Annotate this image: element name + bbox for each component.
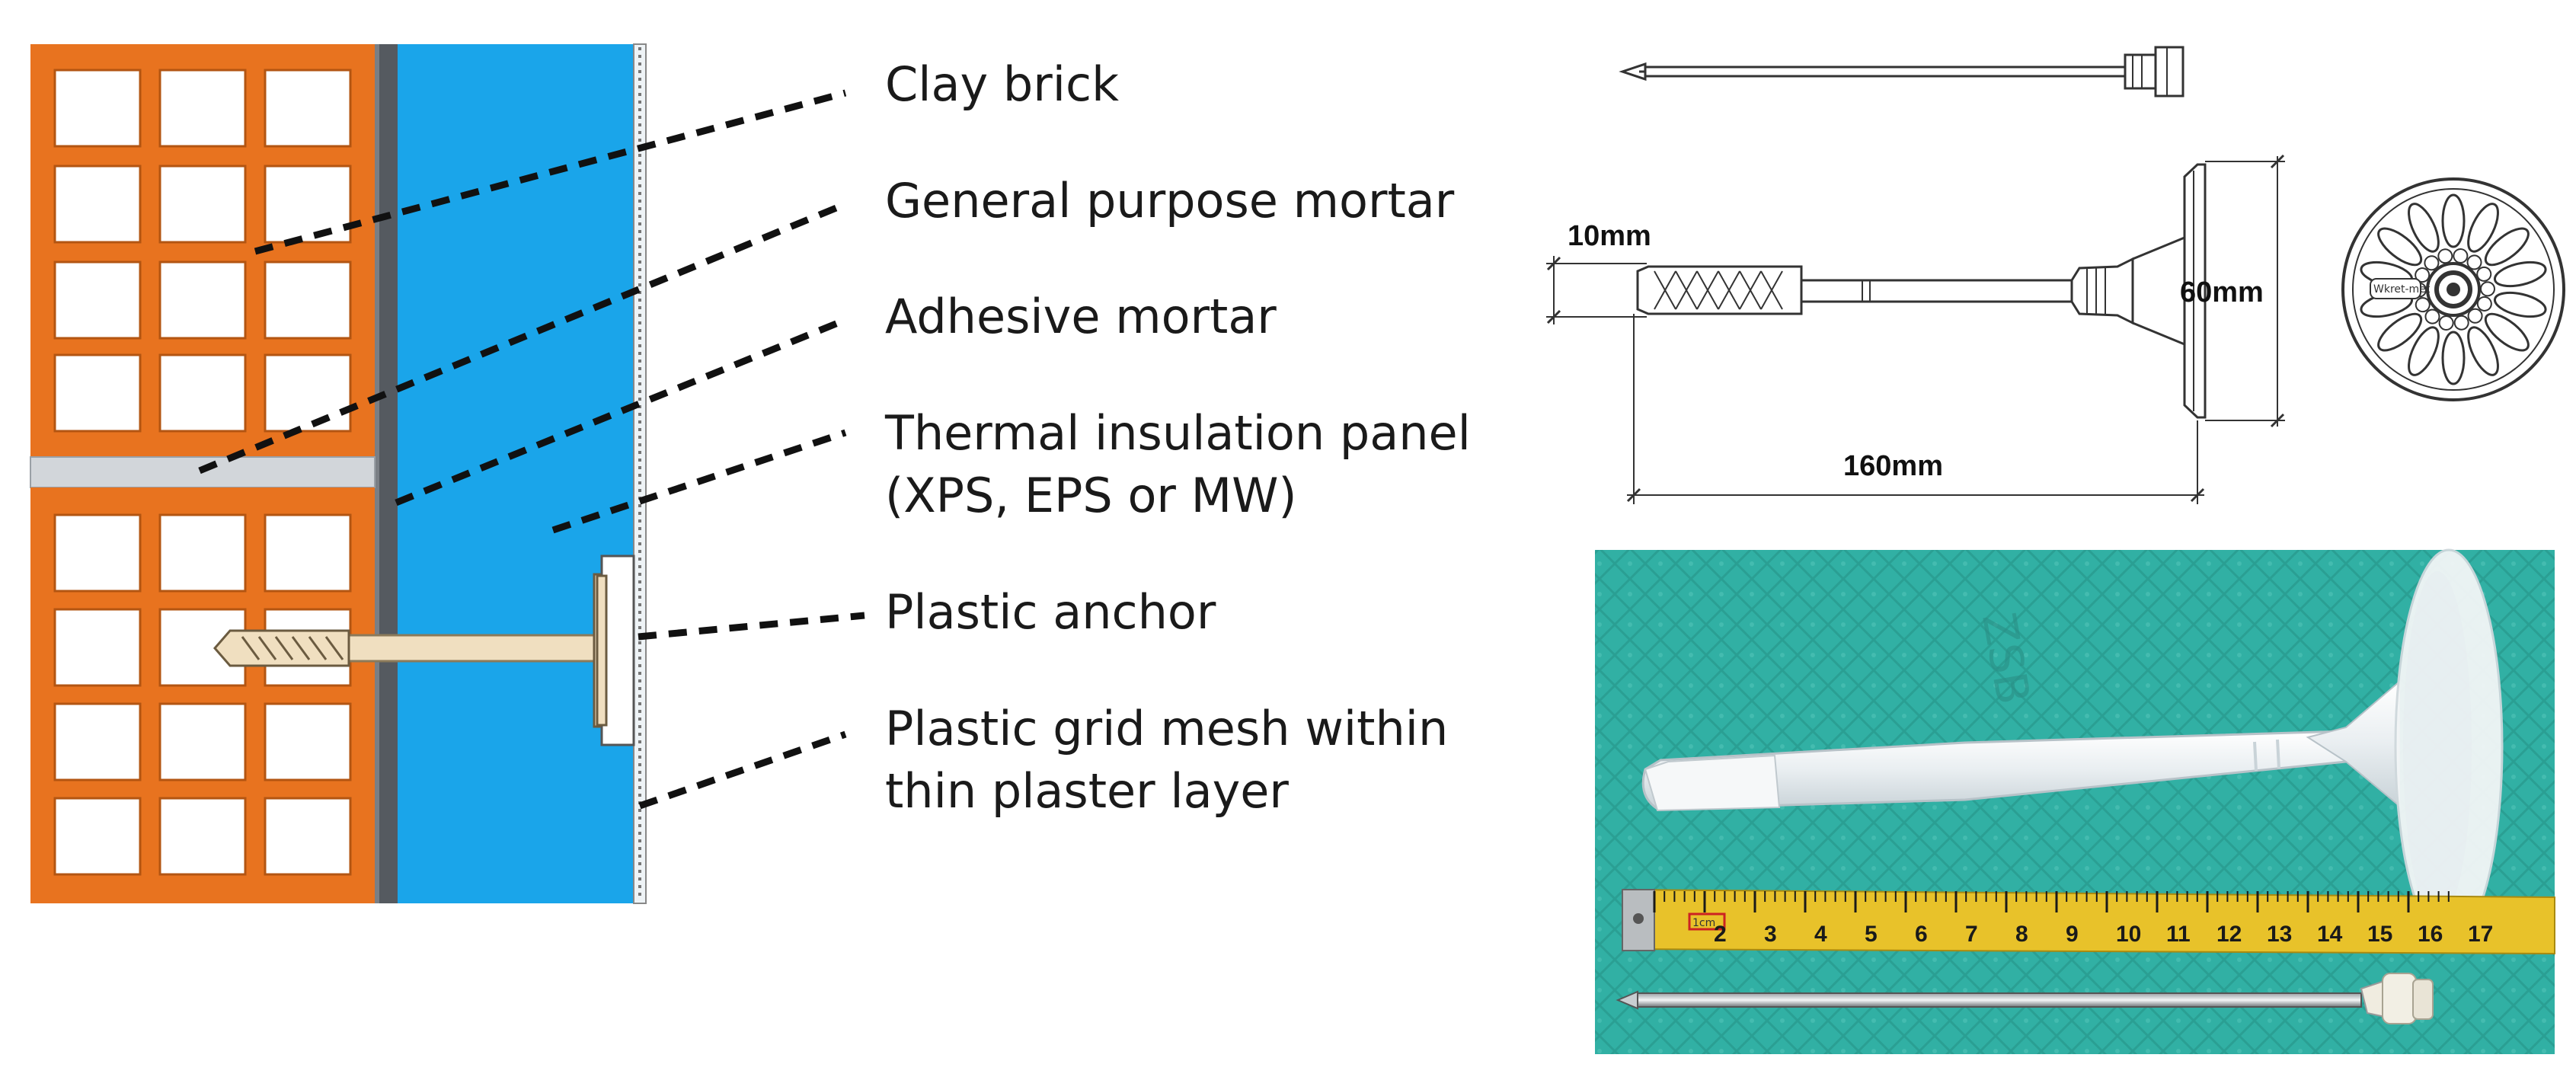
label-grid-mesh: Plastic grid mesh within <box>885 701 1448 756</box>
brick-hole <box>53 353 142 433</box>
tape-number: 5 <box>1865 922 1878 947</box>
label-clay-brick: Clay brick <box>885 56 1119 112</box>
brick-hole <box>158 69 247 148</box>
tape-number: 8 <box>2015 922 2028 947</box>
tape-number: 7 <box>1965 922 1978 947</box>
tape-number: 6 <box>1915 922 1928 947</box>
label-adhesive-mortar: Adhesive mortar <box>885 289 1277 344</box>
brick-hole <box>53 260 142 340</box>
brick-hole <box>264 353 352 433</box>
tape-number: 16 <box>2418 922 2443 947</box>
tape-number: 13 <box>2267 922 2292 947</box>
tape-number: 17 <box>2468 922 2493 947</box>
tape-number: 15 <box>2367 922 2392 947</box>
wall-anchor <box>213 554 635 746</box>
brick-hole <box>53 702 142 781</box>
dim-length: 160mm <box>1843 450 1943 482</box>
insulation-panel <box>398 44 634 903</box>
brick-hole <box>264 69 352 148</box>
dim-plate-diameter: 60mm <box>2180 276 2264 308</box>
tape-numbers: 2 3 4 5 6 7 8 9 10 11 12 13 14 15 16 17 <box>1714 922 2493 947</box>
brick-hole <box>53 165 142 244</box>
tape-number: 9 <box>2066 922 2079 947</box>
tape-number: 14 <box>2317 922 2343 947</box>
tape-cm-mark: 1cm <box>1692 917 1715 929</box>
label-plastic-anchor: Plastic anchor <box>885 584 1216 640</box>
label-general-mortar: General purpose mortar <box>885 173 1455 229</box>
wall-section <box>30 43 647 904</box>
tape-number: 11 <box>2166 922 2191 947</box>
brick-hole <box>264 165 352 244</box>
label-insulation-types: (XPS, EPS or MW) <box>885 468 1297 523</box>
brick-hole <box>264 797 352 876</box>
callout-labels: Clay brick General purpose mortar Adhesi… <box>884 56 1471 819</box>
adhesive-mortar <box>378 44 398 903</box>
brick-hole <box>158 513 247 593</box>
brick-hole <box>158 260 247 340</box>
tape-number: 2 <box>1714 922 1727 947</box>
dim-diameter: 10mm <box>1568 220 1651 252</box>
brick-hole <box>158 702 247 781</box>
anchor-technical-drawing: 10mm 60mm 160mm <box>1546 154 2285 504</box>
brick-hole <box>158 797 247 876</box>
brick-hole <box>264 702 352 781</box>
brick-hole <box>158 165 247 244</box>
tape-number: 12 <box>2216 922 2242 947</box>
brick-hole <box>53 797 142 876</box>
brick-hole <box>158 353 247 433</box>
plate-logo: Wkret-met <box>2373 283 2431 296</box>
photo-nail <box>1616 973 2434 1024</box>
brick-holes <box>53 69 352 876</box>
tape-number: 3 <box>1764 922 1777 947</box>
anchor-plate-front-view: Wkret-met <box>2341 177 2565 401</box>
label-insulation-panel: Thermal insulation panel <box>884 405 1471 461</box>
leader-lines <box>198 89 865 810</box>
measuring-tape: 1cm 2 3 4 5 6 7 8 9 10 11 12 13 14 15 16 17 <box>1622 888 2555 955</box>
brick-hole <box>264 260 352 340</box>
label-plaster-layer: thin plaster layer <box>885 763 1289 819</box>
tape-number: 4 <box>1814 922 1827 947</box>
brick-hole <box>53 608 142 687</box>
brick-hole <box>53 69 142 148</box>
nail-drawing <box>1619 46 2184 97</box>
brick-hole <box>264 513 352 593</box>
tape-number: 10 <box>2116 922 2141 947</box>
brick-hole <box>53 513 142 593</box>
